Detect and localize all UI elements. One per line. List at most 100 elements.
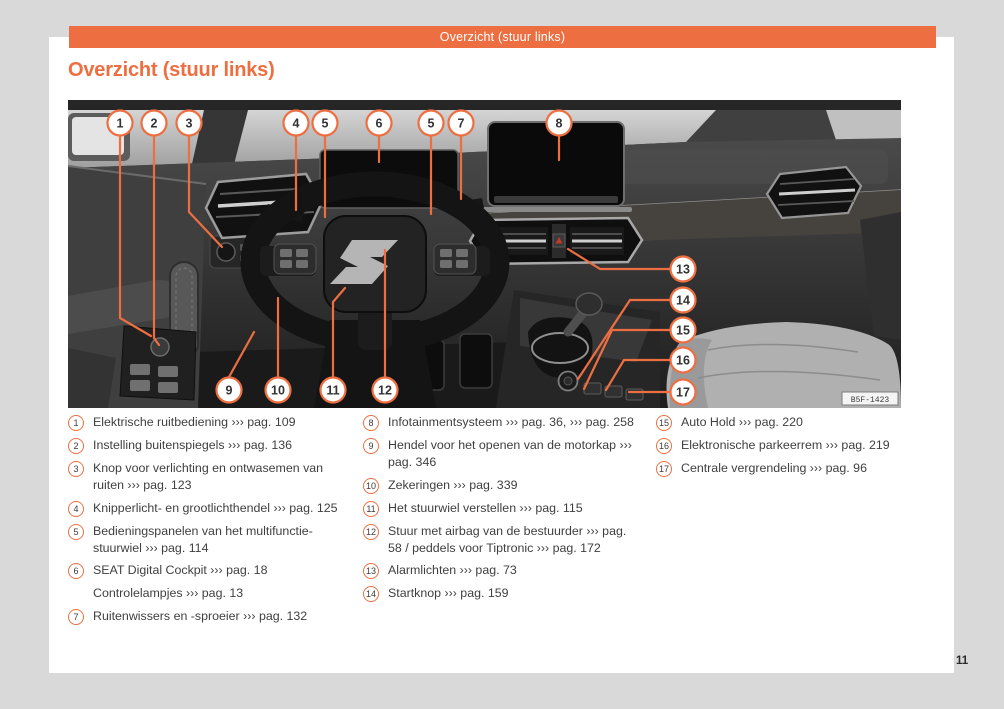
legend-item: 6 SEAT Digital Cockpit ››› pag. 18	[68, 562, 346, 580]
callout-14: 14	[676, 294, 690, 308]
manual-page: Overzicht (stuur links) Overzicht (stuur…	[49, 26, 954, 673]
legend-item-text: Zekeringen ››› pag. 339	[388, 477, 518, 492]
callout-9: 9	[226, 384, 233, 398]
legend-item: 16 Elektronische parkeerrem ››› pag. 219	[656, 437, 934, 454]
legend-column-3: 15 Auto Hold ››› pag. 220 16 Elektronische…	[656, 414, 934, 483]
multifunction-buttons-left	[273, 243, 317, 275]
callout-11: 11	[326, 384, 339, 398]
center-console	[496, 290, 660, 408]
legend-item-text: Controlelampjes ››› pag. 13	[93, 586, 244, 601]
legend-item: 12 Stuur met airbag van de bestuurder ›››…	[363, 523, 641, 557]
callout-13: 13	[676, 263, 690, 277]
infotainment-screen	[480, 121, 632, 212]
gear-boot	[528, 317, 593, 379]
legend-item-number	[68, 586, 84, 603]
legend-item-text: Centrale vergrendeling ››› pag. 96	[681, 461, 867, 475]
auto-hold-switch	[604, 385, 623, 398]
window-switch-cluster	[119, 325, 197, 401]
callout-5-right: 5	[428, 117, 435, 131]
legend-item-text: Hendel voor het openen van de motorkap ›…	[388, 438, 632, 469]
legend-item-number: 16	[656, 438, 672, 454]
callout-3: 3	[186, 117, 193, 131]
side-window	[826, 110, 901, 144]
callout-12: 12	[378, 384, 392, 398]
legend-item: Controlelampjes ››› pag. 13	[68, 585, 346, 603]
page-number: 11	[956, 655, 969, 667]
legend-item: 3 Knop voor verlichting en ontwasemen van…	[68, 460, 346, 494]
legend-item-text: Elektrische ruitbediening ››› pag. 109	[93, 415, 296, 429]
right-air-vent	[765, 165, 863, 220]
legend-item-number: 4	[68, 500, 84, 517]
legend-item-number: 11	[363, 500, 379, 517]
legend-item-text: Startknop ››› pag. 159	[388, 586, 509, 601]
legend-column-2: 8 Infotainmentsysteem ››› pag. 36, ››› pa…	[363, 414, 641, 608]
dashboard-illustration: B5F-1423	[67, 100, 902, 408]
callout-15: 15	[676, 324, 690, 338]
legend-item-text: Auto Hold ››› pag. 220	[681, 415, 803, 429]
callout-1: 1	[117, 117, 124, 131]
legend-item-text: Stuur met airbag van de bestuurder ››› p…	[388, 523, 627, 555]
callout-6: 6	[376, 117, 383, 131]
legend-item-text: Elektronische parkeerrem ››› pag. 219	[681, 438, 890, 452]
roof-edge	[68, 100, 901, 110]
legend-item: 4 Knipperlicht- en grootlichthendel ››› p…	[68, 500, 346, 517]
legend-item-number: 17	[656, 461, 672, 477]
callout-4: 4	[293, 117, 300, 131]
legend-item-text: Bedieningspanelen van het multifunctie-s…	[93, 523, 313, 555]
legend-item-number: 6	[68, 563, 84, 580]
legend-item-number: 9	[363, 438, 379, 454]
seat-logo-icon	[330, 240, 398, 284]
legend-item-text: Infotainmentsysteem ››› pag. 36, ››› pag…	[388, 415, 634, 429]
central-locking-switch	[625, 388, 644, 401]
legend-item: 13 Alarmlichten ››› pag. 73	[363, 562, 641, 580]
dashboard-figure: B5F-1423	[67, 100, 902, 408]
legend-item-text: Knop voor verlichting en ontwasemen van …	[93, 461, 324, 492]
legend-item: 8 Infotainmentsysteem ››› pag. 36, ››› pa…	[363, 414, 641, 431]
callout-10: 10	[271, 384, 285, 398]
legend-item-number: 1	[68, 415, 84, 431]
legend-item-number: 10	[363, 477, 379, 494]
callout-5-left: 5	[322, 117, 329, 131]
gear-lever-shaft	[563, 307, 589, 337]
legend-item-text: Het stuurwiel verstellen ››› pag. 115	[388, 500, 583, 515]
callout-16: 16	[676, 354, 690, 368]
callout-7: 7	[458, 117, 465, 131]
steering-wheel	[240, 171, 510, 353]
legend-item-text: SEAT Digital Cockpit ››› pag. 18	[93, 563, 268, 578]
legend-item: 7 Ruitenwissers en -sproeier ››› pag. 132	[68, 608, 346, 626]
header-bar: Overzicht (stuur links)	[69, 26, 936, 48]
mirror-adjust-knob	[150, 337, 170, 357]
callout-leader-lines	[118, 134, 672, 394]
legend-item-number: 5	[68, 523, 84, 540]
callout-markers: 1 2 3 4 5 6 5 7 8 9 10 11 12 13 14 15 16	[106, 109, 697, 406]
figure-code-label: B5F-1423	[841, 391, 899, 406]
figure-code-text: B5F-1423	[851, 396, 890, 405]
legend-item-text: Alarmlichten ››› pag. 73	[388, 563, 517, 578]
legend-item-number: 8	[363, 415, 379, 431]
legend-item-number: 3	[68, 461, 84, 477]
legend-item-text: Ruitenwissers en -sproeier ››› pag. 132	[93, 609, 308, 624]
header-bar-title: Overzicht (stuur links)	[439, 30, 566, 44]
center-air-vents	[468, 216, 644, 266]
gear-knob	[575, 292, 603, 316]
callout-17: 17	[676, 386, 690, 400]
page-title: Overzicht (stuur links)	[68, 59, 275, 81]
hazard-triangle-icon	[555, 237, 563, 244]
legend-item-number: 13	[363, 563, 379, 580]
legend-item-text: Knipperlicht- en grootlichthendel ››› pa…	[93, 500, 338, 515]
legend-item-number: 15	[656, 415, 672, 431]
legend-item: 11 Het stuurwiel verstellen ››› pag. 115	[363, 500, 641, 517]
multifunction-buttons-right	[433, 243, 477, 275]
legend-item: 10 Zekeringen ››› pag. 339	[363, 477, 641, 494]
legend-item-number: 14	[363, 586, 379, 603]
callout-2: 2	[151, 117, 158, 131]
legend-item: 5 Bedieningspanelen van het multifunctie-…	[68, 523, 346, 557]
legend-item-number: 12	[363, 523, 379, 540]
legend-item: 9 Hendel voor het openen van de motorkap …	[363, 437, 641, 471]
legend-item-number: 2	[68, 438, 84, 454]
right-door-trim	[860, 212, 901, 340]
legend-item-number: 7	[68, 609, 84, 626]
